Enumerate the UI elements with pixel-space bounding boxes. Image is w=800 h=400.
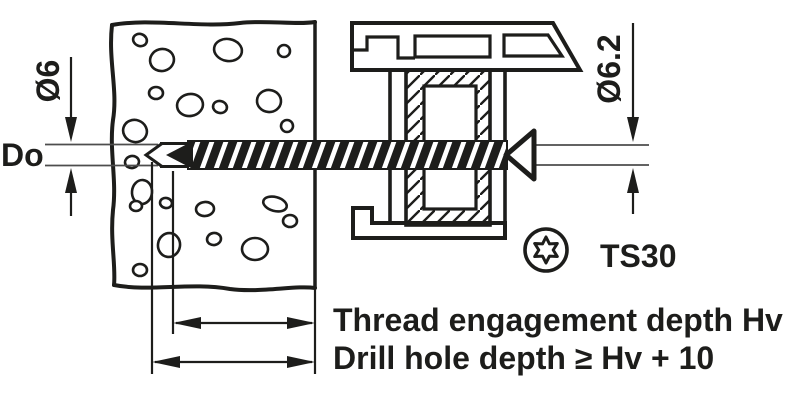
torx-icon — [523, 227, 569, 273]
dimension-thread-engagement — [173, 317, 315, 329]
screw — [166, 128, 537, 182]
frame-profile — [350, 21, 584, 240]
screw-head — [503, 128, 537, 182]
depth-dimensions — [150, 162, 317, 374]
thread-engagement-note: Thread engagement depth Hv — [333, 302, 783, 338]
concrete-section — [109, 20, 317, 293]
dimension-hole-left — [65, 57, 77, 216]
aggregate-blobs — [121, 32, 299, 278]
leader-lines — [45, 143, 649, 167]
dimension-drill-hole-depth — [152, 356, 315, 368]
dimension-hole-right — [627, 23, 639, 214]
hole-diameter-left-label: Ø6 — [30, 59, 66, 103]
drive-size-label: TS30 — [600, 238, 677, 274]
axis-label: Do — [1, 137, 44, 173]
screw-tip — [166, 141, 193, 169]
drill-hole-depth-note: Drill hole depth ≥ Hv + 10 — [333, 340, 715, 376]
hole-diameter-right-label: Ø6.2 — [591, 34, 627, 104]
screw-thread-shaft — [187, 140, 508, 170]
